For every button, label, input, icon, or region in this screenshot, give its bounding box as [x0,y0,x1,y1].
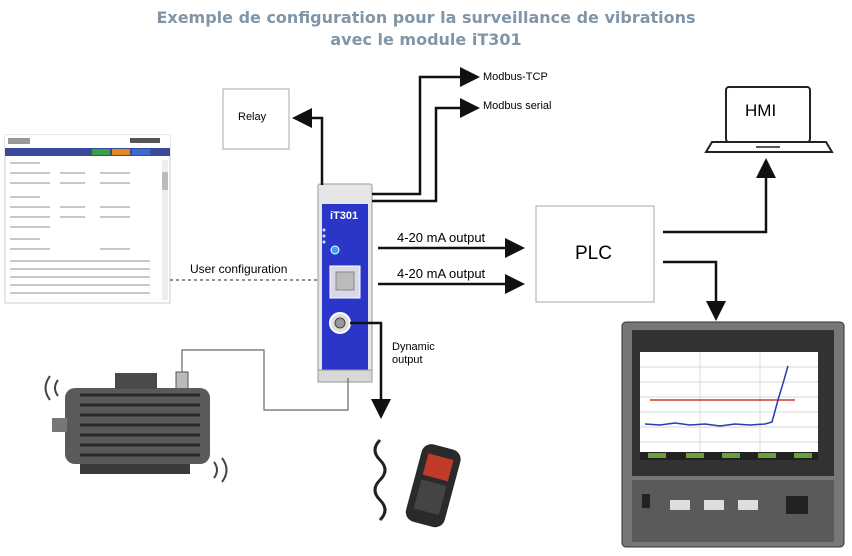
diagram-title-line1: Exemple de configuration pour la surveil… [156,8,696,27]
relay-box [222,88,290,150]
handheld-instrument [373,438,461,528]
paperless-recorder [621,321,845,548]
relay-label: Relay [238,111,267,123]
hmi-laptop [704,86,834,153]
dynamic-output-label-1: Dynamic [392,341,435,353]
plc-label: PLC [575,243,612,264]
output2-label: 4-20 mA output [397,266,486,281]
diagram-title-line2: avec le module iT301 [330,30,522,49]
plc-box [535,205,655,303]
sensor-wiring [175,349,349,411]
dynamic-output-label-2: output [392,354,423,366]
hmi-label: HMI [745,101,777,120]
module-label: iT301 [330,210,359,222]
config-software-screenshot [4,134,171,304]
user-config-label: User configuration [190,262,288,276]
modbus-tcp-label: Modbus-TCP [483,71,548,83]
electric-motor [44,373,228,483]
modbus-serial-label: Modbus serial [483,100,552,112]
output1-label: 4-20 mA output [397,230,486,245]
it301-module [317,183,373,383]
